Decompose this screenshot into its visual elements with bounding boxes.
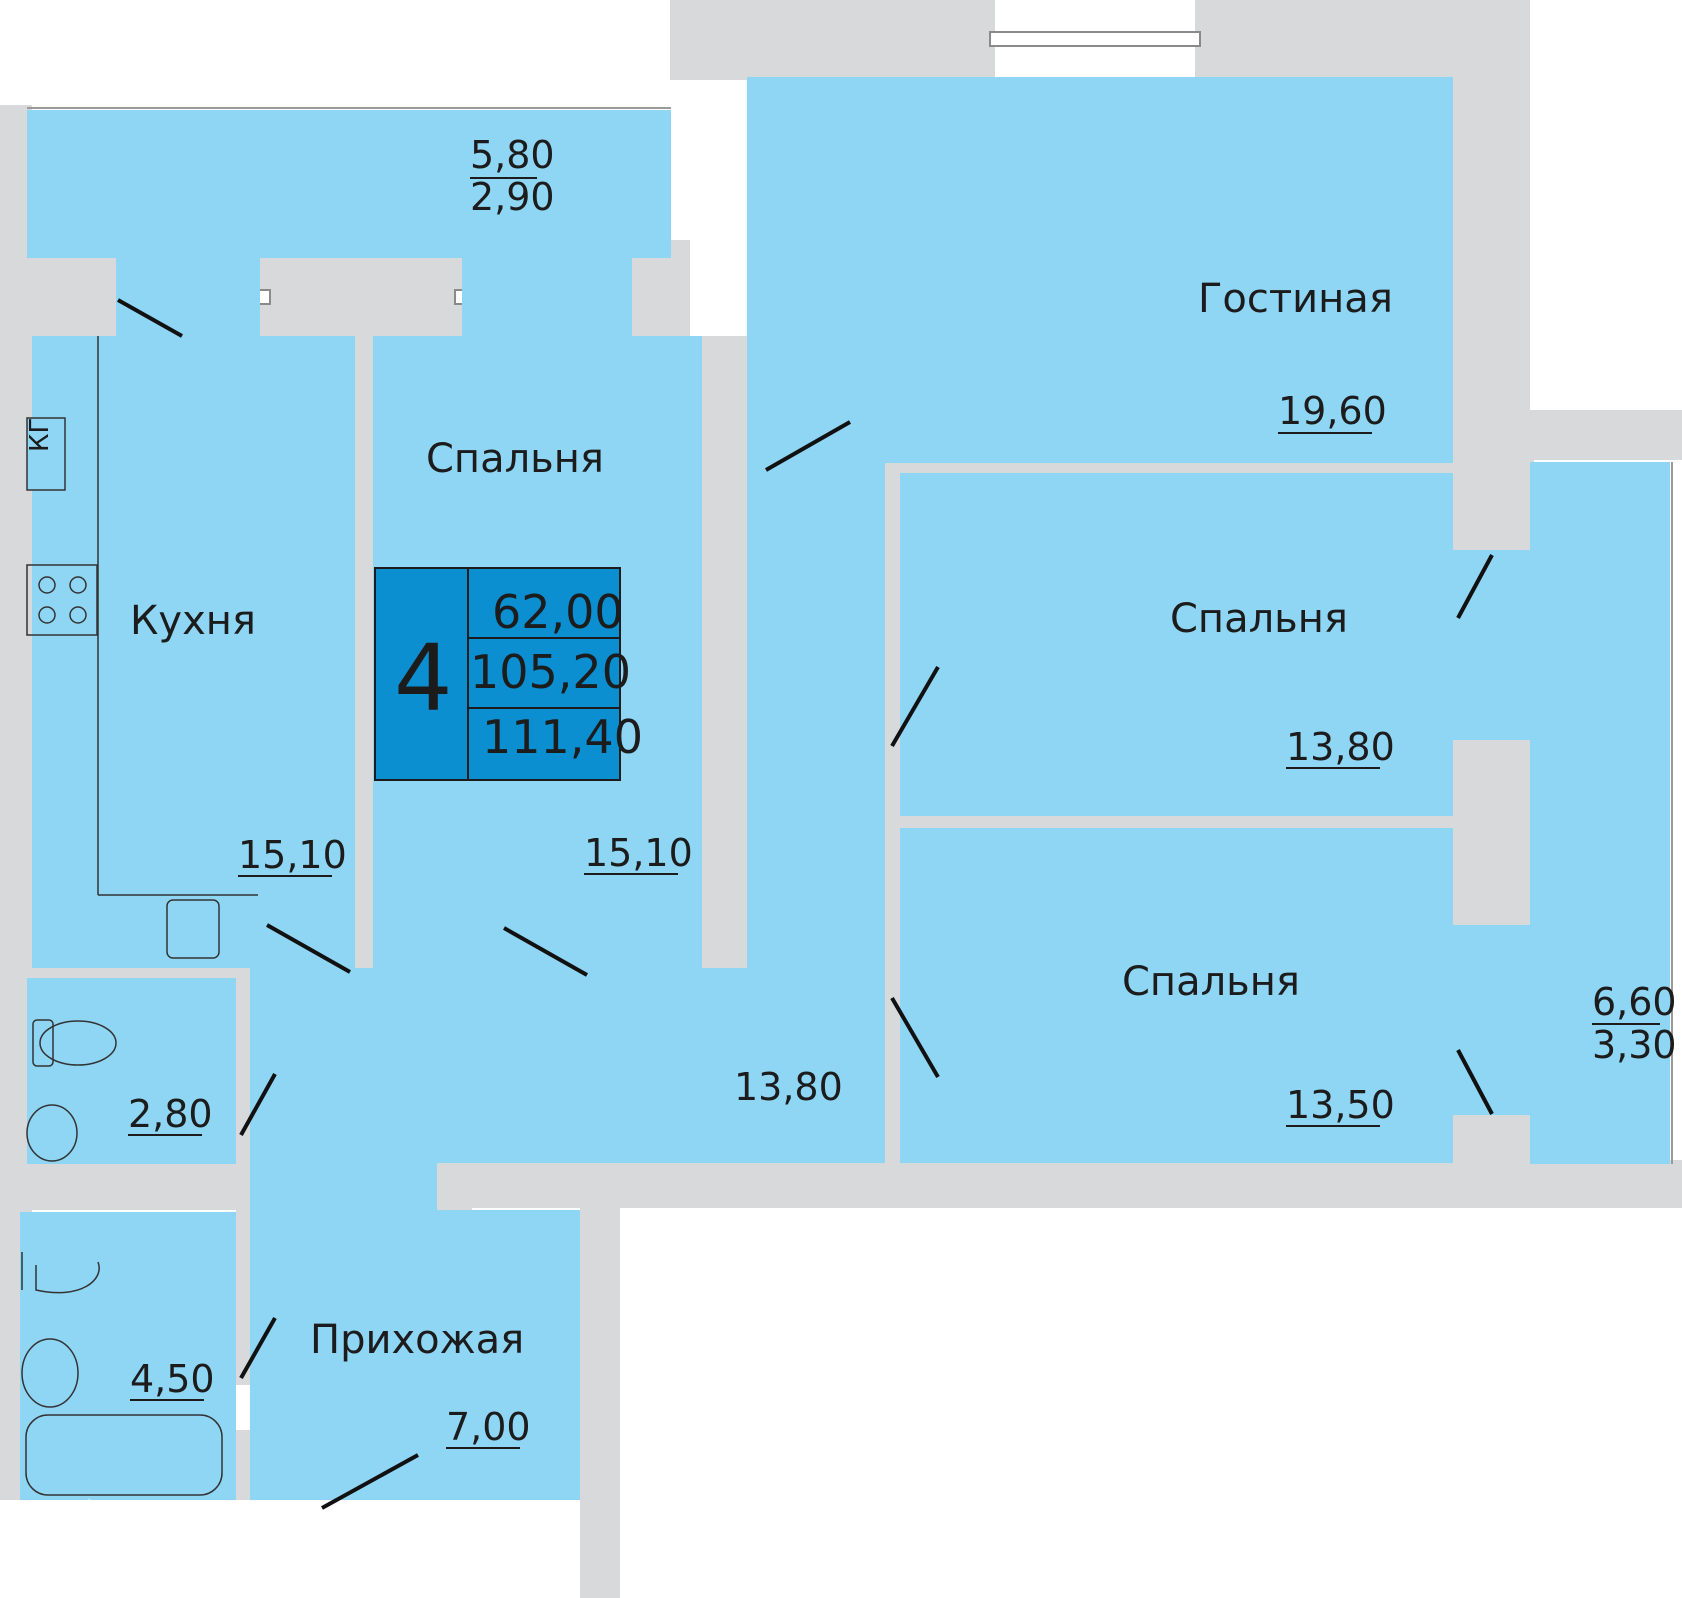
area-balcony-right-reduced: 3,30: [1592, 1023, 1677, 1067]
area-balcony-top-total: 5,80: [470, 133, 555, 177]
room-name-bedroom-left: Спальня: [426, 436, 604, 482]
room-balcony-top: [27, 110, 671, 258]
gap-bedroom-left: [462, 258, 632, 336]
kitchen-fixtures: [26, 336, 258, 959]
toilet-icon: [39, 1020, 117, 1066]
room-bathroom: [20, 1212, 236, 1500]
area-bedroom-mid: 13,80: [1286, 725, 1395, 769]
wc-sink-icon: [26, 1104, 78, 1162]
door-entrance: [321, 1453, 419, 1510]
gap-bedroom-mid: [1453, 550, 1530, 740]
room-name-hallway: Прихожая: [310, 1317, 524, 1363]
badge-rooms-count: 4: [394, 625, 453, 732]
door-balcony-mid: [1456, 554, 1494, 619]
area-corridor: 13,80: [734, 1065, 843, 1109]
room-wc: [27, 978, 236, 1164]
door-bedroom-low: [890, 996, 940, 1079]
stove: [26, 564, 98, 636]
bath-sink-icon: [21, 1338, 79, 1408]
room-name-living: Гостиная: [1198, 276, 1393, 322]
toilet-tank-icon: [32, 1019, 54, 1067]
stove-burner-icon: [38, 576, 56, 594]
door-bathroom: [239, 1317, 277, 1379]
stove-burner-icon: [38, 606, 56, 624]
door-living: [765, 420, 851, 472]
stove-burner-icon: [69, 606, 87, 624]
area-living: 19,60: [1278, 389, 1387, 433]
area-wc: 2,80: [128, 1092, 213, 1136]
door-bedroom-left: [503, 926, 588, 977]
area-balcony-top-reduced: 2,90: [470, 175, 555, 219]
door-balcony: [117, 298, 183, 338]
bathtub-icon: [25, 1414, 223, 1496]
door-kitchen: [266, 923, 351, 974]
badge-total-area: 105,20: [470, 645, 631, 699]
partition-bedrooms: [900, 816, 1453, 828]
watermark: ДОМКЛИК: [61, 1498, 357, 1558]
gap-bedroom-low: [1453, 925, 1530, 1115]
watermark-house-icon: [61, 1498, 117, 1558]
badge-box: [374, 567, 621, 781]
outside-bottom: [250, 1500, 580, 1598]
sanitary-fixtures: [21, 1019, 223, 1496]
badge-total-with-balcony: 111,40: [482, 710, 643, 764]
door-bedroom-mid: [890, 665, 940, 748]
wall-corridor-bedrooms: [885, 460, 903, 1160]
room-hallway: [250, 1210, 580, 1500]
window-living: [989, 31, 1201, 47]
wall-kitchen-bedroom: [355, 336, 373, 976]
badge-living-area: 62,00: [492, 585, 624, 639]
partition-living-bedroom: [900, 463, 1453, 473]
duct-label: КГ: [25, 418, 55, 452]
room-kitchen: [32, 336, 355, 968]
area-bedroom-low: 13,50: [1286, 1083, 1395, 1127]
area-kitchen: 15,10: [238, 833, 347, 877]
partition-kitchen-wc: [27, 968, 250, 978]
bath-towel-icon: [21, 1252, 100, 1294]
doors: [117, 298, 1494, 1510]
stove-burner-icon: [69, 576, 87, 594]
room-living: [747, 77, 1453, 463]
room-bedroom-mid: [900, 473, 1453, 816]
room-balcony-right: [1530, 462, 1670, 1164]
door-wc: [239, 1073, 277, 1136]
area-hallway: 7,00: [446, 1405, 531, 1449]
area-balcony-right-total: 6,60: [1592, 980, 1677, 1024]
window-gaps: [116, 258, 1530, 1115]
area-bathroom: 4,50: [130, 1357, 215, 1401]
watermark-text: ДОМКЛИК: [128, 1512, 357, 1556]
summary-badge: 4 62,00 105,20 111,40: [374, 567, 643, 781]
door-balcony-low: [1456, 1049, 1494, 1115]
room-name-bedroom-low: Спальня: [1122, 959, 1300, 1005]
gap-kitchen: [116, 258, 260, 336]
area-bedroom-left: 15,10: [584, 831, 693, 875]
room-bedroom-low: [900, 828, 1453, 1163]
balcony-rails: [27, 107, 1673, 1164]
wall-south-stub: [580, 1200, 620, 1598]
wall-bedroom-corridor: [700, 336, 750, 976]
room-name-bedroom-mid: Спальня: [1170, 596, 1348, 642]
kitchen-sink-icon: [166, 899, 220, 959]
room-name-kitchen: Кухня: [130, 598, 256, 644]
duct-box: [26, 417, 66, 491]
rooms: [20, 77, 1670, 1500]
